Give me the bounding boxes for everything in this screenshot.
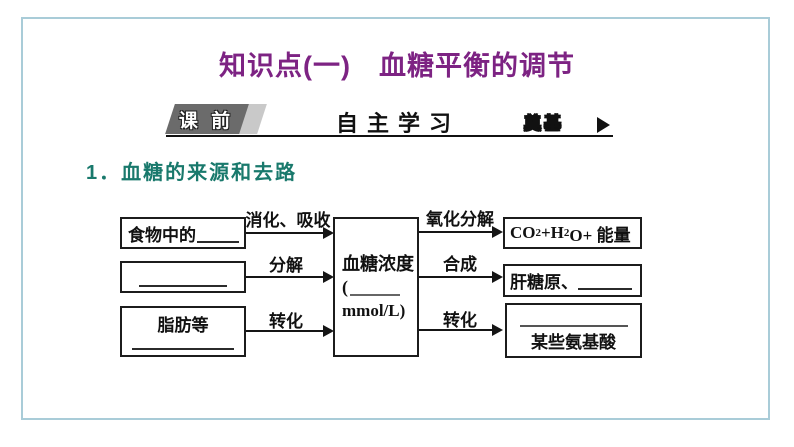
page-title: 知识点(一) 血糖平衡的调节 xyxy=(219,51,575,81)
arrow-digest-absorb xyxy=(246,227,334,239)
output-box-amino-acids: 某些氨基酸 xyxy=(505,303,642,358)
formula-energy: O+ 能量 xyxy=(569,225,631,245)
arrowhead-icon xyxy=(492,324,503,336)
arrow-label-synthesis: 合成 xyxy=(443,255,477,274)
fill-blank xyxy=(350,293,400,296)
output-box-amino-acids-label: 某些氨基酸 xyxy=(531,333,616,352)
play-triangle-icon xyxy=(597,117,610,133)
source-box-food-label: 食物中的 xyxy=(128,225,196,245)
arrowhead-icon xyxy=(323,325,334,337)
source-box-food: 食物中的 xyxy=(120,217,246,249)
banner-underline xyxy=(166,135,613,137)
banner-center-label: 自主学习 xyxy=(336,111,461,136)
section-heading: 1．血糖的来源和去路 xyxy=(86,162,298,184)
formula-sub2: 2 xyxy=(535,227,542,239)
arrow-label-convert-left: 转化 xyxy=(269,312,303,331)
center-box-unit: mmol/L) xyxy=(342,300,406,320)
banner-right-label: 奠基 xyxy=(524,114,564,134)
open-paren: ( xyxy=(342,276,348,297)
formula-co: CO xyxy=(510,223,536,242)
source-box-fat: 脂肪等 xyxy=(120,306,246,357)
output-box-glycogen: 肝糖原、 xyxy=(503,264,642,297)
arrowhead-icon xyxy=(323,227,334,239)
arrow-label-oxidative-decomposition: 氧化分解 xyxy=(426,210,494,229)
source-box-empty xyxy=(120,261,246,293)
arrow-label-digest-absorb: 消化、吸收 xyxy=(245,211,331,230)
center-box-line1: 血糖浓度 xyxy=(342,253,414,274)
fill-blank xyxy=(519,325,628,327)
fill-blank xyxy=(132,348,234,350)
arrowhead-icon xyxy=(492,271,503,283)
center-box-line2: ( xyxy=(342,276,417,299)
formula-sub2b: 2 xyxy=(563,227,570,239)
slide-border-frame xyxy=(21,17,770,420)
fill-blank xyxy=(197,222,239,243)
source-box-fat-label: 脂肪等 xyxy=(157,316,209,335)
formula-plus-h: +H xyxy=(541,223,564,242)
output-box-glycogen-label: 肝糖原、 xyxy=(510,273,578,292)
arrow-decompose xyxy=(246,271,334,283)
fill-blank xyxy=(578,269,632,290)
arrow-label-convert-right: 转化 xyxy=(443,311,477,330)
arrow-oxidative-decomposition xyxy=(419,226,503,238)
fill-blank xyxy=(139,285,227,287)
arrow-label-decompose: 分解 xyxy=(269,256,303,275)
center-box-blood-glucose: 血糖浓度 ( mmol/L) xyxy=(333,217,419,357)
arrow-convert-left xyxy=(246,325,334,337)
pre-class-tab: 课 前 xyxy=(165,104,249,134)
arrowhead-icon xyxy=(323,271,334,283)
arrowhead-icon xyxy=(492,226,503,238)
arrow-synthesis xyxy=(419,271,503,283)
pre-class-tab-label: 课 前 xyxy=(179,110,235,132)
arrow-convert-right xyxy=(419,324,503,336)
